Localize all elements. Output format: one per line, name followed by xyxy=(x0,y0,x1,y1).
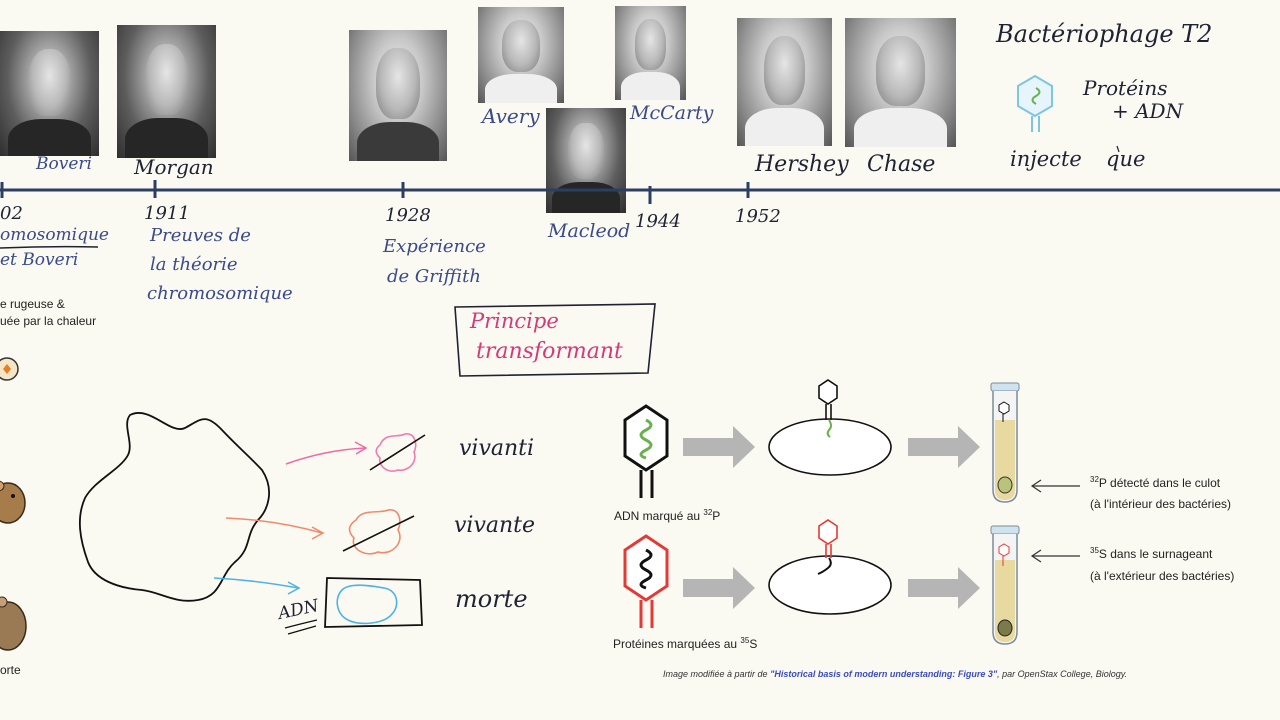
s35-result-line2: (à l'extérieur des bactéries) xyxy=(1090,569,1235,583)
note-griffith-2: de Griffith xyxy=(387,266,481,287)
outcome-vivant-1: vivanti xyxy=(459,436,535,461)
bacteriophage-proteins: Protéins xyxy=(1083,76,1168,100)
orange-arrow xyxy=(225,517,325,540)
portrait-boveri xyxy=(0,31,99,156)
note-chromosomique: omosomique xyxy=(0,225,109,245)
portrait-mccarty xyxy=(615,6,686,100)
p32-result-line1: 32P détecté dans le culot xyxy=(1090,475,1221,490)
mouse-dead-icon xyxy=(0,596,27,651)
year-1911: 1911 xyxy=(144,203,190,224)
bacterium-top xyxy=(768,418,892,476)
extract-blob xyxy=(79,412,270,602)
phage-dna-labeled-icon xyxy=(623,404,669,498)
label-boveri: Boveri xyxy=(36,154,92,174)
label-morgan: Morgan xyxy=(134,155,214,179)
gray-arrow-1 xyxy=(683,426,755,468)
outcome-morte: morte xyxy=(455,585,528,613)
year-1902: 02 xyxy=(0,203,23,224)
griffith-rugeuse-line2: uée par la chaleur xyxy=(0,314,97,328)
bacteriophage-injecte: injecte xyxy=(1010,147,1082,171)
blue-cell xyxy=(336,584,398,625)
credit-citation-link[interactable]: "Historical basis of modern understandin… xyxy=(770,669,998,679)
griffith-rugeuse-line1: e rugeuse & xyxy=(0,297,65,311)
portrait-griffith xyxy=(349,30,447,161)
year-1944: 1944 xyxy=(635,211,681,232)
note-griffith-1: Expérience xyxy=(383,236,486,257)
portrait-chase xyxy=(845,18,956,147)
proteines-marquees-label: Protéines marquées au 35S xyxy=(613,636,758,651)
dna-box xyxy=(324,577,423,628)
year-1928: 1928 xyxy=(385,205,431,226)
pointer-arrow-top xyxy=(1030,479,1080,493)
gray-arrow-4 xyxy=(908,567,980,609)
portrait-avery xyxy=(478,7,564,103)
label-mccarty: McCarty xyxy=(630,102,714,124)
test-tube-bottom xyxy=(990,525,1020,645)
pointer-arrow-bottom xyxy=(1030,549,1080,563)
attached-phage-top-icon xyxy=(818,379,838,438)
label-macleod: Macleod xyxy=(548,220,631,242)
pink-cell xyxy=(375,433,417,472)
pink-arrow xyxy=(285,441,368,465)
bacterium-bottom xyxy=(768,555,892,615)
note-preuves-2: la théorie xyxy=(150,254,238,275)
s35-result-line1: 35S dans le surnageant xyxy=(1090,546,1213,561)
image-credit: Image modifiée à partir de "Historical b… xyxy=(663,669,1128,679)
orange-cell xyxy=(348,509,401,555)
label-avery: Avery xyxy=(482,104,540,128)
gray-arrow-2 xyxy=(683,567,755,609)
note-preuves-1: Preuves de xyxy=(150,225,251,246)
bacteriophage-title: Bactériophage T2 xyxy=(996,20,1213,48)
portrait-macleod xyxy=(546,108,626,213)
p32-result-line2: (à l'intérieur des bactéries) xyxy=(1090,497,1232,511)
griffith-morte: orte xyxy=(0,663,21,677)
label-chase: Chase xyxy=(867,152,936,177)
blue-arrow xyxy=(213,577,301,595)
bacteriophage-adn: + ADN xyxy=(1112,99,1184,123)
principe-line2: transformant xyxy=(476,339,623,364)
outcome-vivant-2: vivante xyxy=(454,513,536,538)
year-1952: 1952 xyxy=(735,206,781,227)
portrait-morgan xyxy=(117,25,216,158)
test-tube-top xyxy=(990,382,1020,503)
attached-phage-bottom-icon xyxy=(817,519,838,575)
label-hershey: Hershey xyxy=(755,152,849,177)
gray-arrow-3 xyxy=(908,426,980,468)
portrait-hershey xyxy=(737,18,832,146)
mouse-alive-icon xyxy=(0,480,26,524)
note-preuves-3: chromosomique xyxy=(147,283,293,304)
adn-marque-label: ADN marqué au 32P xyxy=(614,508,721,523)
bacteriophage-que: que xyxy=(1106,147,1146,171)
phage-sketch-icon xyxy=(1017,74,1053,132)
note-sutton-boveri: et Boveri xyxy=(0,250,79,270)
phage-protein-labeled-icon xyxy=(623,534,669,628)
principe-box xyxy=(454,303,656,377)
principe-line1: Principe xyxy=(470,309,559,333)
